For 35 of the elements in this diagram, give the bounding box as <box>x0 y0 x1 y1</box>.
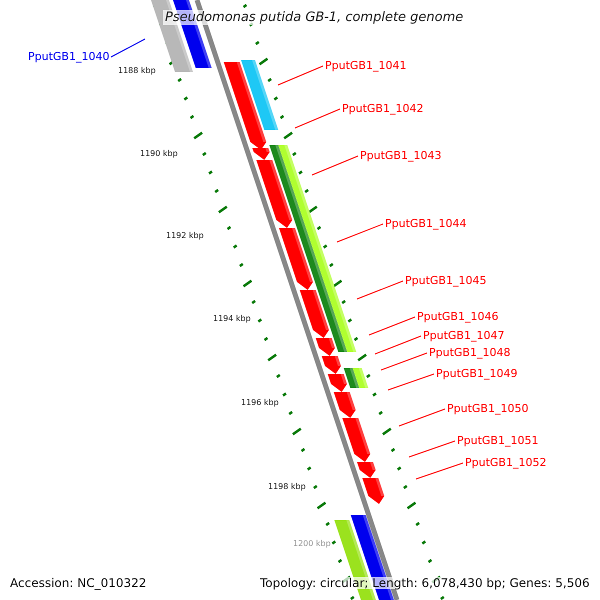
leader-line <box>312 156 358 176</box>
scale-label: 1196 kbp <box>241 399 279 407</box>
scale-label: 1194 kbp <box>213 315 251 323</box>
gene-label: PputGB1_1041 <box>325 60 406 71</box>
gene-label: PputGB1_1049 <box>436 368 518 379</box>
leader-line <box>374 336 422 354</box>
leader-line <box>368 316 416 336</box>
gene-label: PputGB1_1044 <box>385 218 466 229</box>
leader-line <box>356 280 404 300</box>
leader-line <box>408 440 456 458</box>
gene-label: PputGB1_1052 <box>465 457 546 468</box>
scale-label: 1198 kbp <box>268 483 306 491</box>
footer-text: Accession: NC_010322 <box>10 577 146 589</box>
gene-label: PputGB1_1045 <box>405 275 486 286</box>
leader-line <box>398 408 446 426</box>
gene-label: PputGB1_1046 <box>417 311 498 322</box>
leader-line <box>294 108 340 128</box>
gene-label: PputGB1_1048 <box>429 347 510 358</box>
gene-label: PputGB1_1047 <box>423 330 504 341</box>
gene-label: PputGB1_1050 <box>447 403 528 414</box>
footer-text: Topology: circular; Length: 6,078,430 bp; Genes: 5,506 <box>260 577 590 589</box>
scale-label: 1200 kbp <box>293 540 331 548</box>
scale-label: 1192 kbp <box>166 232 204 240</box>
gene-label: PputGB1_1040 <box>28 51 110 62</box>
leader-line <box>110 38 146 58</box>
scale-label: 1188 kbp <box>118 67 156 75</box>
leader-line <box>278 66 324 86</box>
gene-label: PputGB1_1043 <box>360 150 442 161</box>
leader-line <box>336 224 384 242</box>
scale-label: 1190 kbp <box>140 150 178 158</box>
leader-line <box>416 462 464 480</box>
leader-line <box>388 374 434 390</box>
gene-label: PputGB1_1051 <box>457 435 538 446</box>
leader-line <box>380 352 428 370</box>
gene-label: PputGB1_1042 <box>342 103 424 114</box>
